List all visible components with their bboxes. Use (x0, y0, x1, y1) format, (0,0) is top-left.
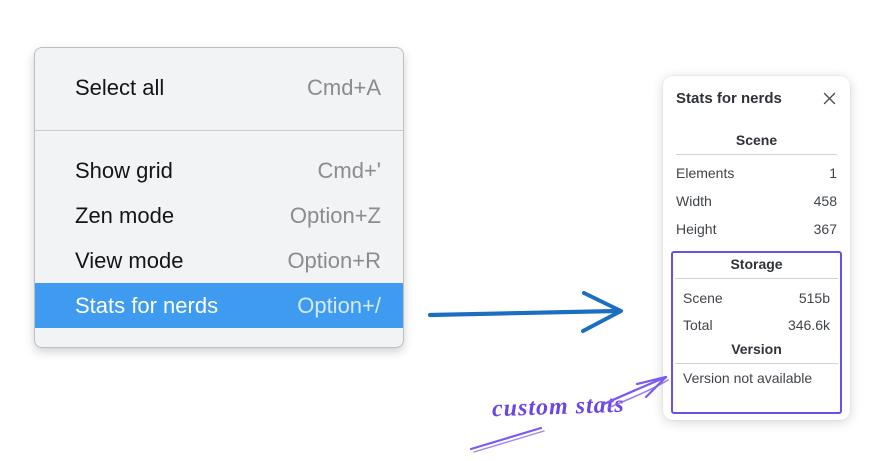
divider (676, 154, 837, 155)
storage-rows: Scene 515b Total 346.6k (673, 284, 840, 338)
menu-group-top: Select all Cmd+A (35, 48, 403, 130)
menu-item-shortcut: Option+/ (297, 292, 381, 318)
close-icon (823, 92, 835, 104)
menu-item-label: Select all (75, 74, 165, 100)
version-section-heading: Version (731, 341, 782, 357)
stat-label: Height (676, 221, 717, 237)
menu-item-label: Show grid (75, 157, 173, 183)
menu-item-select-all[interactable]: Select all Cmd+A (35, 65, 403, 110)
stat-value: 346.6k (787, 316, 830, 333)
stat-value: 367 (813, 221, 837, 237)
menu-group-bottom: Show grid Cmd+' Zen mode Option+Z View m… (35, 131, 403, 347)
menu-item-shortcut: Option+Z (289, 202, 381, 228)
storage-section-heading: Storage (730, 256, 783, 272)
menu-item-shortcut: Cmd+A (307, 74, 381, 100)
scene-section-heading: Scene (735, 132, 778, 148)
menu-item-view-mode[interactable]: View mode Option+R (35, 238, 403, 283)
menu-item-stats-for-nerds[interactable]: Stats for nerds Option+/ (35, 283, 403, 328)
close-button[interactable] (820, 89, 838, 107)
stats-panel-header: Stats for nerds (663, 76, 850, 107)
menu-item-shortcut: Cmd+' (317, 157, 382, 183)
context-menu: Select all Cmd+A Show grid Cmd+' Zen mod… (34, 47, 404, 348)
flow-arrow (427, 291, 623, 333)
version-note: Version not available (683, 370, 813, 386)
menu-item-show-grid[interactable]: Show grid Cmd+' (35, 148, 403, 193)
stats-panel-title: Stats for nerds (676, 89, 782, 107)
stat-label: Elements (676, 165, 735, 181)
annotation-highlight-box: Storage Scene 515b Total 346.6k Version … (671, 251, 842, 414)
scene-rows: Elements 1 Width 458 Height 367 (663, 159, 850, 243)
annotation-line (469, 426, 545, 453)
stat-row-width: Width 458 (676, 187, 837, 215)
stat-value: 458 (813, 193, 837, 209)
menu-separator (35, 130, 403, 131)
menu-item-label: Stats for nerds (75, 292, 219, 318)
stat-label: Total (683, 316, 713, 333)
stat-row-height: Height 367 (676, 215, 837, 243)
stat-value: 515b (798, 289, 830, 306)
menu-item-label: View mode (75, 247, 184, 273)
stat-label: Scene (683, 289, 723, 306)
annotation-label: custom stats (491, 391, 626, 423)
stat-value: 1 (829, 165, 837, 181)
menu-item-label: Zen mode (75, 202, 175, 228)
stat-row-total-storage: Total 346.6k (683, 311, 830, 338)
stat-row-elements: Elements 1 (676, 159, 837, 187)
divider (675, 363, 838, 364)
menu-item-shortcut: Option+R (287, 247, 381, 273)
stat-label: Width (676, 193, 712, 209)
stats-panel: Stats for nerds Scene Elements 1 Width 4… (663, 76, 850, 420)
stat-row-scene-storage: Scene 515b (683, 284, 830, 311)
menu-item-zen-mode[interactable]: Zen mode Option+Z (35, 193, 403, 238)
divider (675, 278, 838, 279)
